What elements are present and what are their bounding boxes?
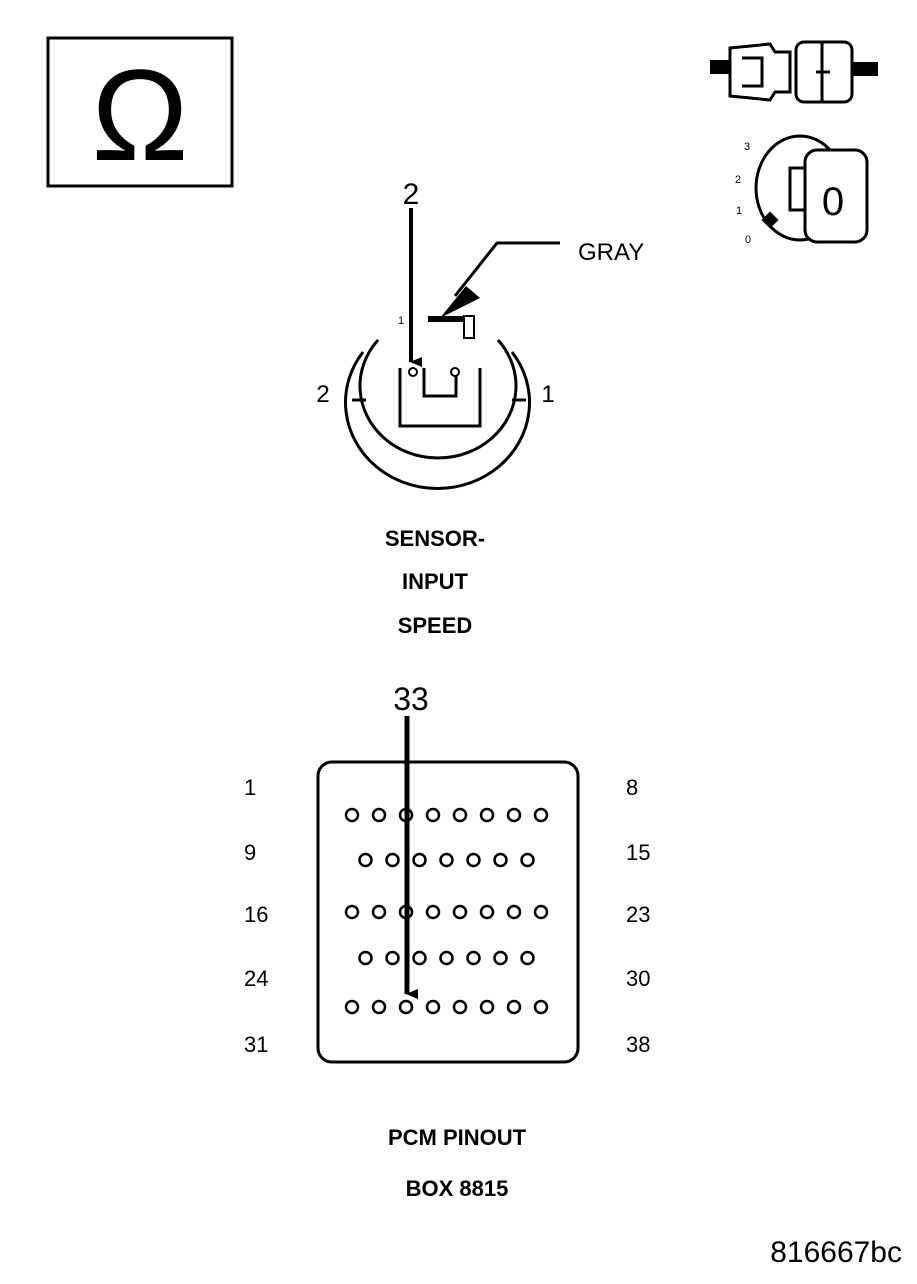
pcm-pin [452,999,468,1015]
sensor-connector [344,315,531,490]
pcm-pin [479,999,495,1015]
sensor-title-line-3: SPEED [398,613,473,638]
pcm-pin [533,807,549,823]
pcm-pin [371,807,387,823]
key-mark-1: 1 [736,205,742,217]
pcm-row-right-label: 8 [626,775,638,800]
pcm-pin [385,852,400,868]
pcm-row-left-label: 24 [244,966,268,991]
pcm-pin [533,999,549,1015]
pcm-row-right-label: 15 [626,840,650,865]
sensor-title-line-2: INPUT [402,569,469,594]
sensor-callout-pin: 2 [403,178,420,211]
pcm-pin [479,904,495,920]
sensor-side-left-label: 2 [316,381,329,408]
ohmmeter-icon: Ω [46,36,234,188]
ohm-symbol: Ω [91,42,188,188]
pcm-pin [385,950,400,966]
pcm-pin [439,852,454,868]
pcm-title-line-1: PCM PINOUT [388,1125,527,1150]
key-mark-2: 2 [735,174,741,186]
pcm-title-line-2: BOX 8815 [406,1176,509,1201]
pcm-pin [371,999,387,1015]
figure-id: 816667bc [770,1236,902,1269]
pcm-pin [493,950,508,966]
connector-disconnected-icon [710,40,878,104]
pcm-pin [533,904,549,920]
pcm-pin [520,852,535,868]
pcm-row-left-label: 9 [244,840,256,865]
pcm-connector-box [316,760,580,1064]
ignition-key-icon: 3 2 1 0 0 [735,134,869,246]
pcm-pin [412,852,427,868]
pcm-pin [425,904,441,920]
pcm-pin [344,904,360,920]
pcm-row-left-label: 16 [244,902,268,927]
pcm-pin [398,999,414,1015]
pcm-pin [358,950,373,966]
pcm-pin [452,904,468,920]
pcm-pin [425,807,441,823]
pcm-row-right-label: 23 [626,902,650,927]
key-mark-3: 3 [744,141,750,153]
gray-wire-leader [440,241,560,318]
pcm-pin [452,807,468,823]
pcm-pin [466,950,481,966]
key-current-position: 0 [822,180,844,224]
pcm-pin [466,852,481,868]
pcm-row-left-label: 1 [244,775,256,800]
pcm-pin [520,950,535,966]
pcm-callout-pin: 33 [393,681,429,717]
pcm-pin [425,999,441,1015]
pcm-pin [344,807,360,823]
pcm-pin-grid [344,807,549,1015]
pcm-pin [371,904,387,920]
pcm-pin [439,950,454,966]
sensor-title-line-1: SENSOR- [385,526,485,551]
wire-color-label: GRAY [578,239,644,266]
sensor-small-mark: 1 [398,315,404,327]
pcm-row-right-label: 38 [626,1032,650,1057]
pcm-pin [344,999,360,1015]
key-mark-0: 0 [745,234,751,246]
pcm-pin [412,950,427,966]
pcm-pin [493,852,508,868]
pcm-row-left-label: 31 [244,1032,268,1057]
pcm-pin [506,999,522,1015]
pcm-pin [479,807,495,823]
sensor-side-right-label: 1 [541,381,554,408]
pcm-pin [506,904,522,920]
pcm-pin [506,807,522,823]
pcm-row-right-label: 30 [626,966,650,991]
pcm-pin [358,852,373,868]
